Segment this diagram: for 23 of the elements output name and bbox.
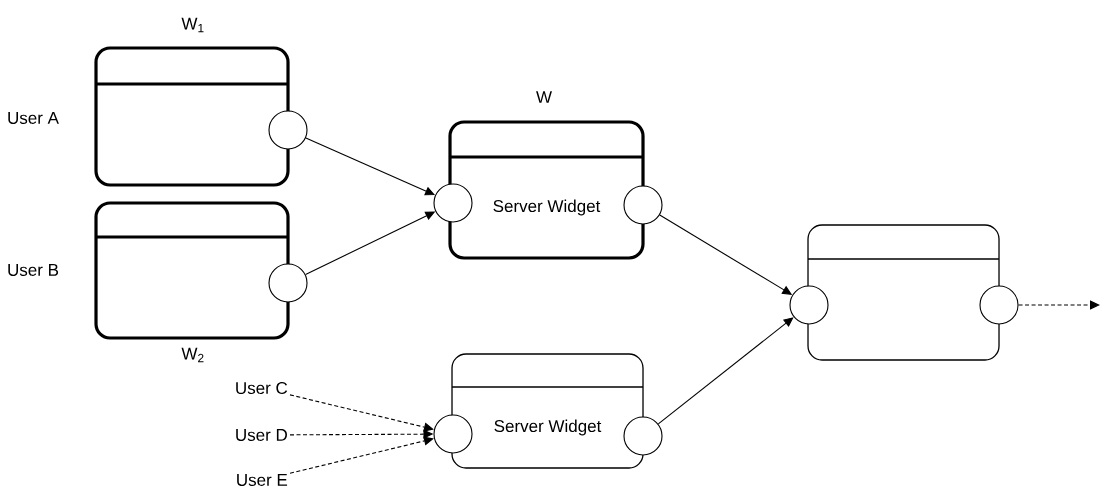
widget-box: Server Widget — [451, 353, 644, 469]
port-circle — [623, 185, 663, 225]
widget-title: W — [536, 91, 552, 103]
user-label: User B — [8, 264, 59, 276]
port-circle — [268, 263, 308, 303]
port-circle — [623, 416, 663, 456]
arrow — [657, 317, 794, 425]
widget-title: W$_{1}$ — [181, 17, 204, 33]
user-label: User A — [8, 112, 59, 124]
user-label: User C — [236, 382, 288, 395]
arrow — [289, 394, 434, 432]
widget-box: Server Widget — [448, 120, 645, 260]
widget-box — [807, 224, 1000, 361]
port-circle — [268, 110, 308, 150]
widget-title: W$_{2}$ — [181, 347, 204, 363]
port-circle — [433, 414, 473, 454]
port-circle — [433, 183, 473, 223]
port-circle — [789, 285, 829, 325]
user-label: User D — [236, 429, 287, 441]
arrow — [289, 436, 434, 474]
arrow — [1018, 300, 1100, 310]
user-label: User E — [237, 474, 288, 486]
port-circle — [979, 285, 1019, 325]
